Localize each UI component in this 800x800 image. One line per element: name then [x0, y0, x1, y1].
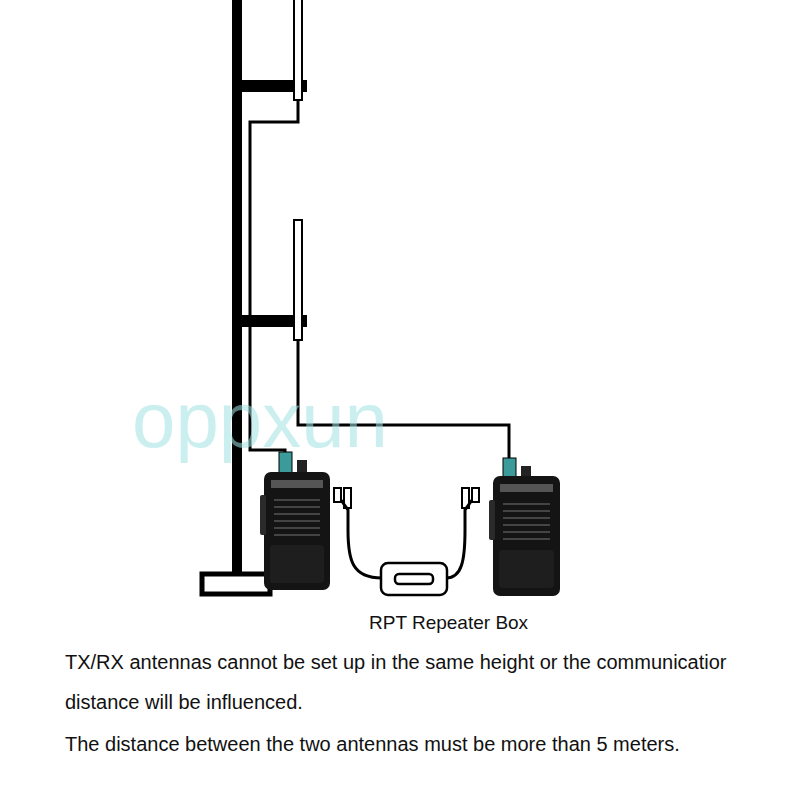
left-plug — [334, 488, 351, 530]
repeater-cable-right — [446, 530, 465, 578]
right-radio — [489, 458, 560, 596]
left-radio — [260, 452, 330, 590]
note-text: TX/RX antennas cannot be set up in the s… — [65, 642, 777, 722]
upper-antenna — [294, 0, 302, 100]
repeater-box: RPT Repeater Box — [369, 560, 459, 634]
note-text: The distance between the two antennas mu… — [65, 724, 777, 764]
repeater-box-outline — [373, 560, 455, 600]
box-label: RPT Repeater Box — [369, 612, 528, 634]
right-plug — [462, 488, 479, 530]
mast-base — [202, 574, 270, 594]
repeater-cable-left — [348, 530, 382, 578]
lower-antenna — [294, 220, 302, 340]
watermark: oppxun — [132, 378, 552, 464]
